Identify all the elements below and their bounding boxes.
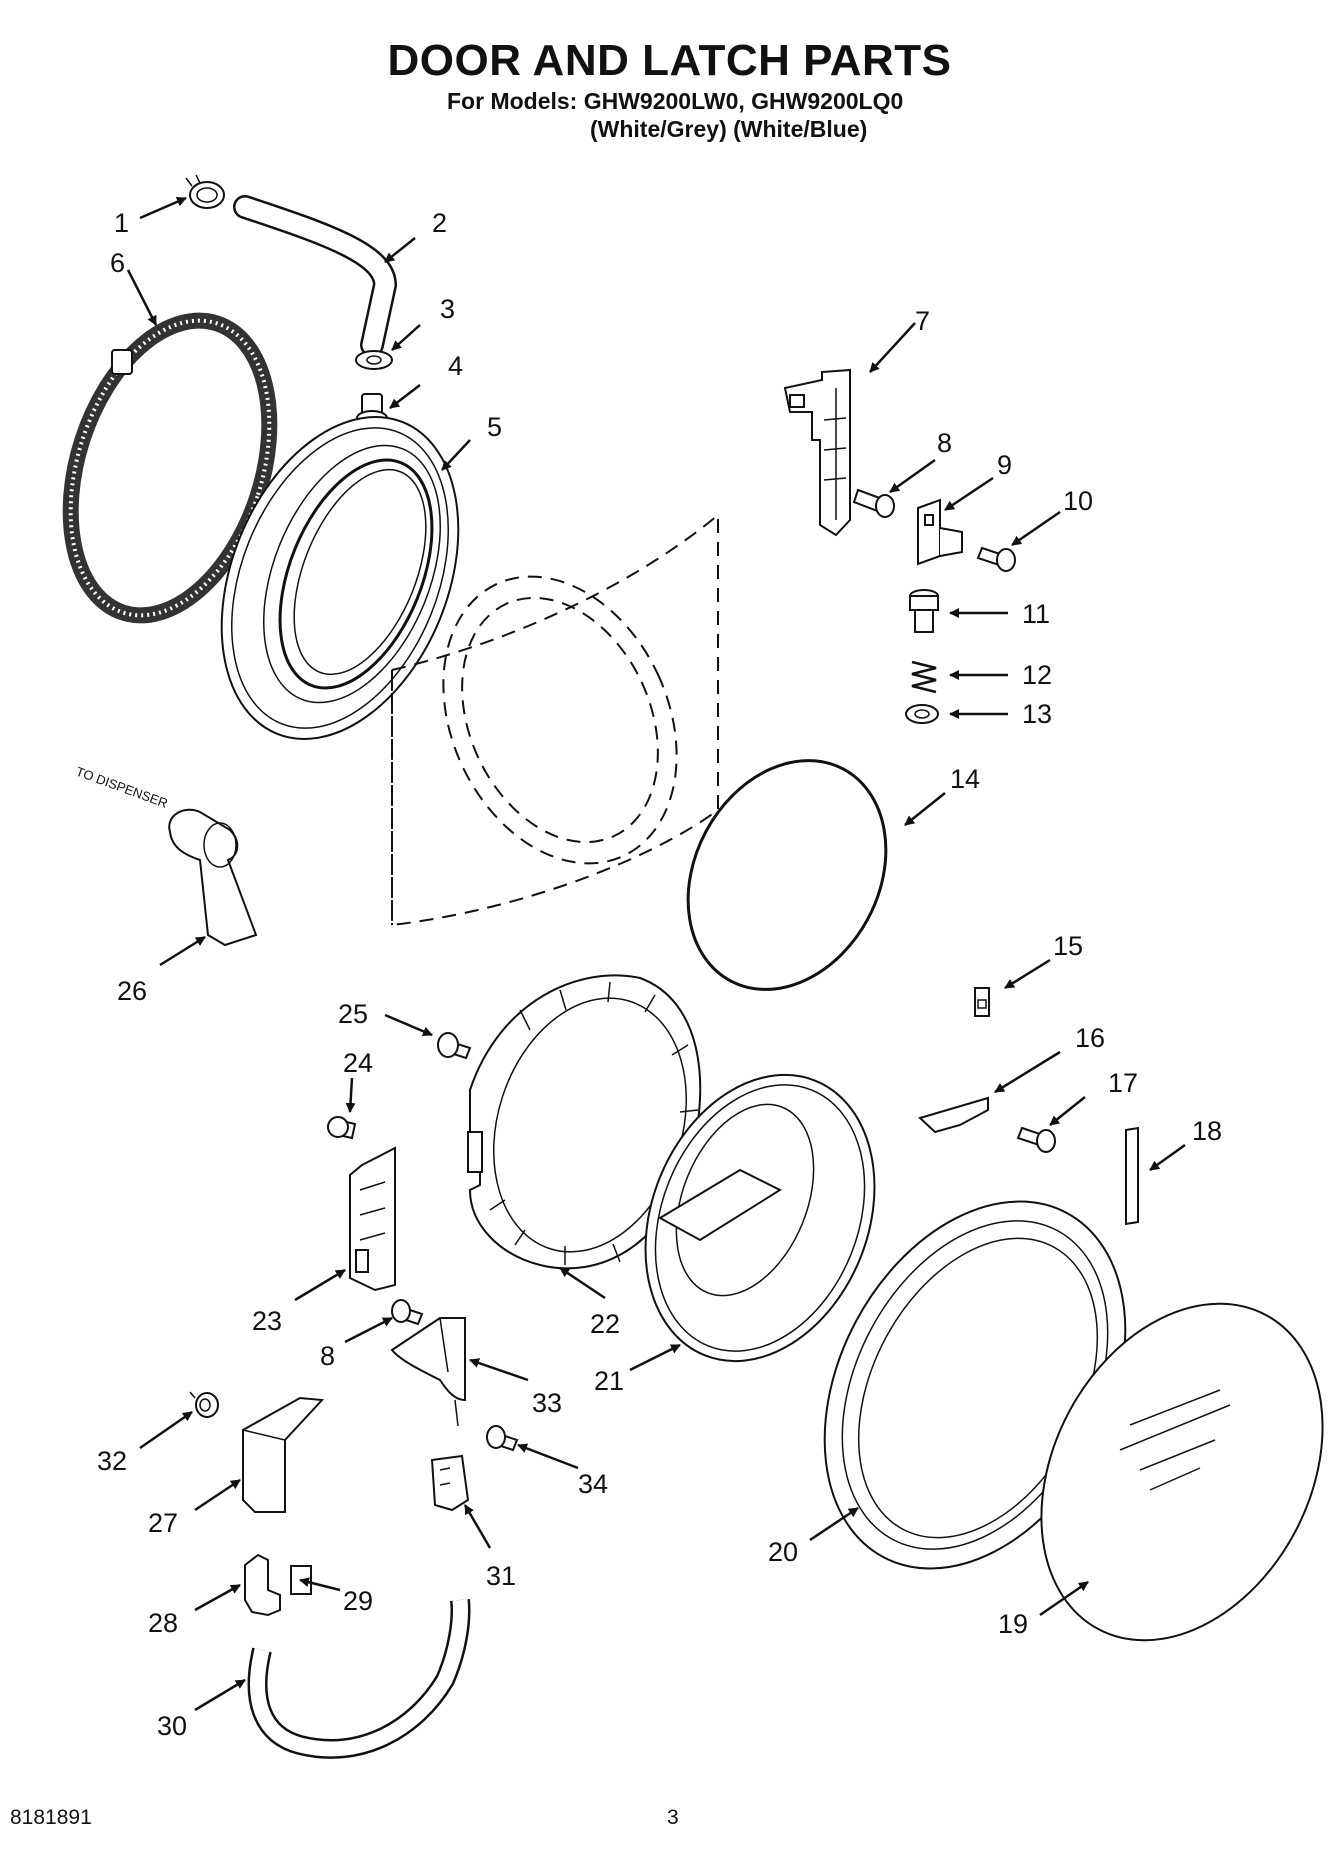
callout-arrows xyxy=(126,196,1186,1712)
screw-part-upper xyxy=(852,488,895,518)
washer-part xyxy=(355,350,393,370)
callout-25: 25 xyxy=(338,999,368,1029)
callout-30: 30 xyxy=(157,1711,187,1741)
nut-part xyxy=(905,704,939,724)
dispenser-note: TO DISPENSER xyxy=(74,764,170,811)
callout-5: 5 xyxy=(487,412,502,442)
callout-33: 33 xyxy=(532,1388,562,1418)
door-latch-part xyxy=(430,1454,470,1512)
screw-part-34 xyxy=(486,1425,519,1452)
screw-part-17 xyxy=(1016,1126,1056,1153)
door-handle-part xyxy=(242,1396,325,1513)
callout-8-upper: 8 xyxy=(937,428,952,458)
trim-strip-part xyxy=(1125,1126,1139,1226)
latch-bracket-part xyxy=(783,368,851,537)
screw-part-lower xyxy=(391,1299,424,1326)
spring-part xyxy=(911,660,937,694)
screw-part-10 xyxy=(976,546,1016,572)
callout-8-lower: 8 xyxy=(320,1341,335,1371)
callout-18: 18 xyxy=(1192,1116,1222,1146)
hose-clamp-part xyxy=(185,174,225,209)
callout-34: 34 xyxy=(578,1469,608,1499)
callout-4: 4 xyxy=(448,351,463,381)
callout-9: 9 xyxy=(997,450,1012,480)
callout-19: 19 xyxy=(998,1609,1028,1639)
callout-23: 23 xyxy=(252,1306,282,1336)
callout-6: 6 xyxy=(110,248,125,278)
front-panel-outline xyxy=(391,512,719,927)
callout-20: 20 xyxy=(768,1537,798,1567)
callout-31: 31 xyxy=(486,1561,516,1591)
callout-16: 16 xyxy=(1075,1023,1105,1053)
callout-26: 26 xyxy=(117,976,147,1006)
callout-3: 3 xyxy=(440,294,455,324)
callout-32: 32 xyxy=(97,1446,127,1476)
callout-1: 1 xyxy=(114,208,129,238)
gasket-strip-part xyxy=(247,1599,471,1759)
door-bellow-part xyxy=(220,416,460,740)
inner-glass-part xyxy=(644,1073,876,1363)
plunger-part xyxy=(909,589,939,633)
clip-part-15 xyxy=(974,987,990,1017)
outer-glass-part xyxy=(1040,1302,1324,1642)
clamp-ring-part xyxy=(62,312,278,624)
callout-17: 17 xyxy=(1108,1068,1138,1098)
door-hinge-part xyxy=(349,1146,396,1292)
button-part xyxy=(189,1391,219,1418)
page-title: DOOR AND LATCH PARTS xyxy=(387,36,952,85)
screw-part-25 xyxy=(437,1032,472,1060)
callout-10: 10 xyxy=(1063,486,1093,516)
dispenser-hose-part: TO DISPENSER xyxy=(74,764,258,947)
callout-13: 13 xyxy=(1022,699,1052,729)
strike-plate-part xyxy=(917,498,963,566)
callout-14: 14 xyxy=(950,764,980,794)
callout-labels: 1 2 3 4 5 6 7 8 9 10 11 12 13 14 15 16 1… xyxy=(97,208,1222,1741)
callout-11: 11 xyxy=(1022,599,1050,629)
page-number: 3 xyxy=(667,1806,679,1829)
callout-29: 29 xyxy=(343,1586,373,1616)
callout-21: 21 xyxy=(594,1366,624,1396)
callout-2: 2 xyxy=(432,208,447,238)
callout-27: 27 xyxy=(148,1508,178,1538)
callout-12: 12 xyxy=(1022,660,1052,690)
seal-ring-part xyxy=(686,759,888,991)
callout-15: 15 xyxy=(1053,931,1083,961)
handle-cover-part xyxy=(390,1317,466,1427)
document-number: 8181891 xyxy=(10,1806,92,1829)
models-line: For Models: GHW9200LW0, GHW9200LQ0 xyxy=(447,88,904,114)
color-variants-line: (White/Grey) (White/Blue) xyxy=(590,116,868,142)
screw-part-24 xyxy=(327,1116,357,1140)
hook-part xyxy=(244,1553,281,1617)
hinge-bracket-part xyxy=(918,1096,989,1134)
callout-22: 22 xyxy=(590,1309,620,1339)
callout-28: 28 xyxy=(148,1608,178,1638)
callout-24: 24 xyxy=(343,1048,373,1078)
hose-part xyxy=(233,195,398,357)
callout-7: 7 xyxy=(915,306,930,336)
